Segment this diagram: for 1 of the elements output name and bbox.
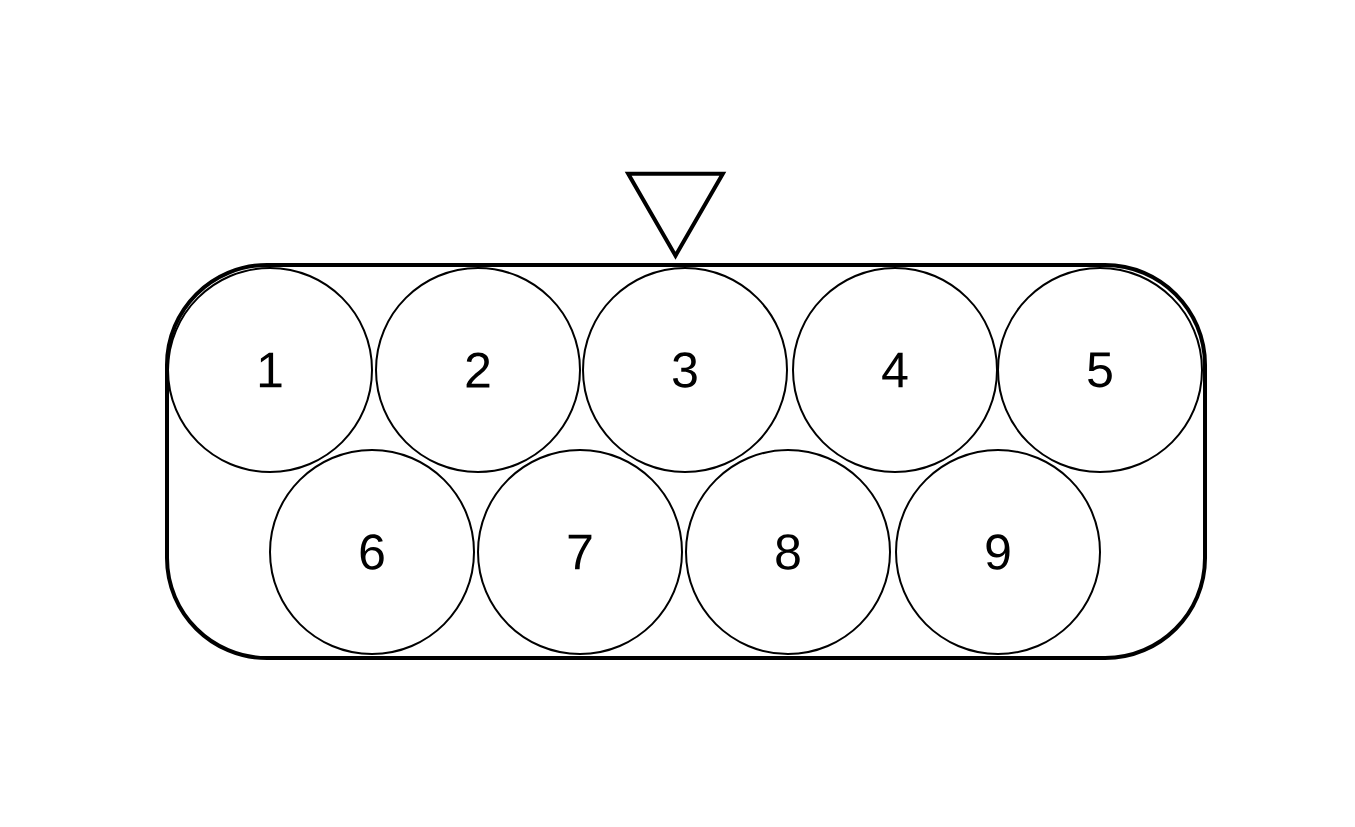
connector-body: [165, 263, 1207, 660]
